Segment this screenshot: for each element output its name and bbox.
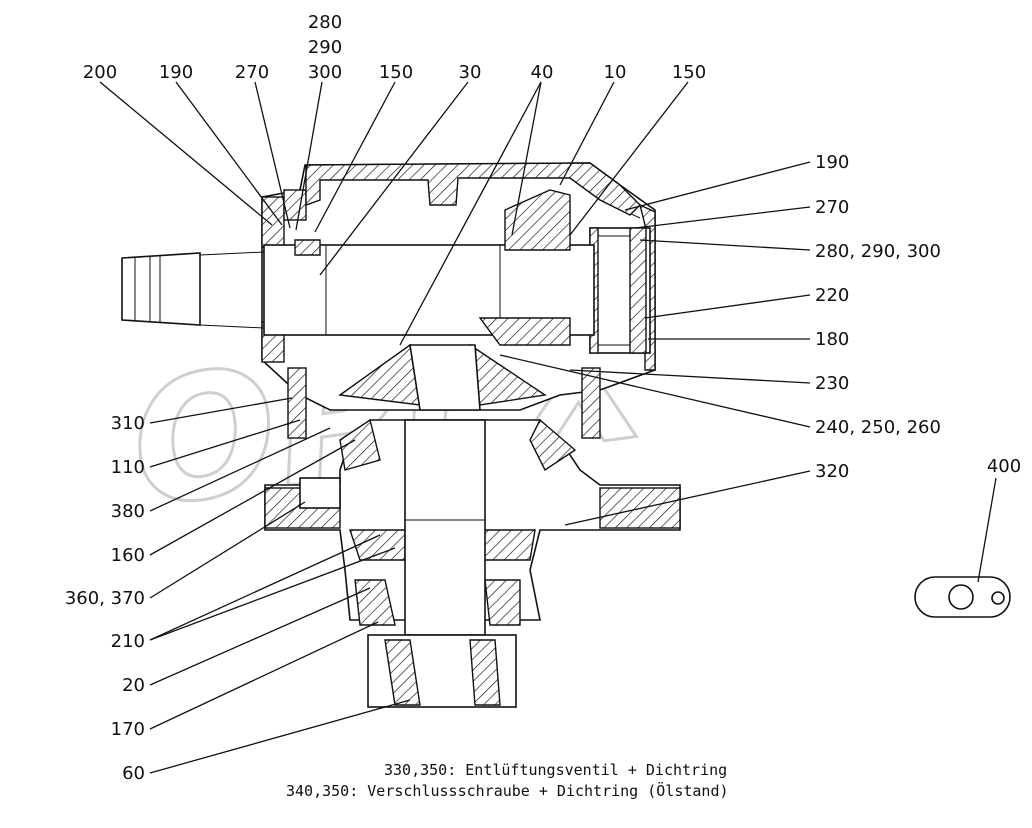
label-110: 110 <box>111 457 145 478</box>
label-220: 220 <box>815 285 849 306</box>
label-10: 10 <box>604 62 627 83</box>
label-160: 160 <box>111 545 145 566</box>
label-180: 180 <box>815 329 849 350</box>
label-30: 30 <box>459 62 482 83</box>
part-labels: 200 190 270 280 290 300 150 30 40 10 150… <box>65 12 1021 784</box>
label-280: 280 <box>308 12 342 33</box>
label-170: 170 <box>111 719 145 740</box>
label-150-right: 150 <box>672 62 706 83</box>
label-20: 20 <box>122 675 145 696</box>
leader-lines <box>99 81 997 774</box>
note-line-1: 330,350: Entlüftungsventil + Dichtring <box>384 761 727 779</box>
label-380: 380 <box>111 501 145 522</box>
footnotes: 330,350: Entlüftungsventil + Dichtring 3… <box>286 761 729 800</box>
label-60: 60 <box>122 763 145 784</box>
part-400-seal-plate <box>914 576 1011 618</box>
label-190-right: 190 <box>815 152 849 173</box>
note-line-2: 340,350: Verschlussschraube + Dichtring … <box>286 781 729 800</box>
label-210: 210 <box>111 631 145 652</box>
label-190-top: 190 <box>159 62 193 83</box>
label-400: 400 <box>987 456 1021 477</box>
label-150-top: 150 <box>379 62 413 83</box>
label-270-right: 270 <box>815 197 849 218</box>
label-240-250-260: 240, 250, 260 <box>815 417 941 438</box>
label-200: 200 <box>83 62 117 83</box>
label-310: 310 <box>111 413 145 434</box>
label-290: 290 <box>308 37 342 58</box>
label-40: 40 <box>531 62 554 83</box>
label-280-290-300-right: 280, 290, 300 <box>815 241 941 262</box>
label-300: 300 <box>308 62 342 83</box>
label-320: 320 <box>815 461 849 482</box>
label-360-370: 360, 370 <box>65 588 145 609</box>
label-270-top: 270 <box>235 62 269 83</box>
label-230: 230 <box>815 373 849 394</box>
